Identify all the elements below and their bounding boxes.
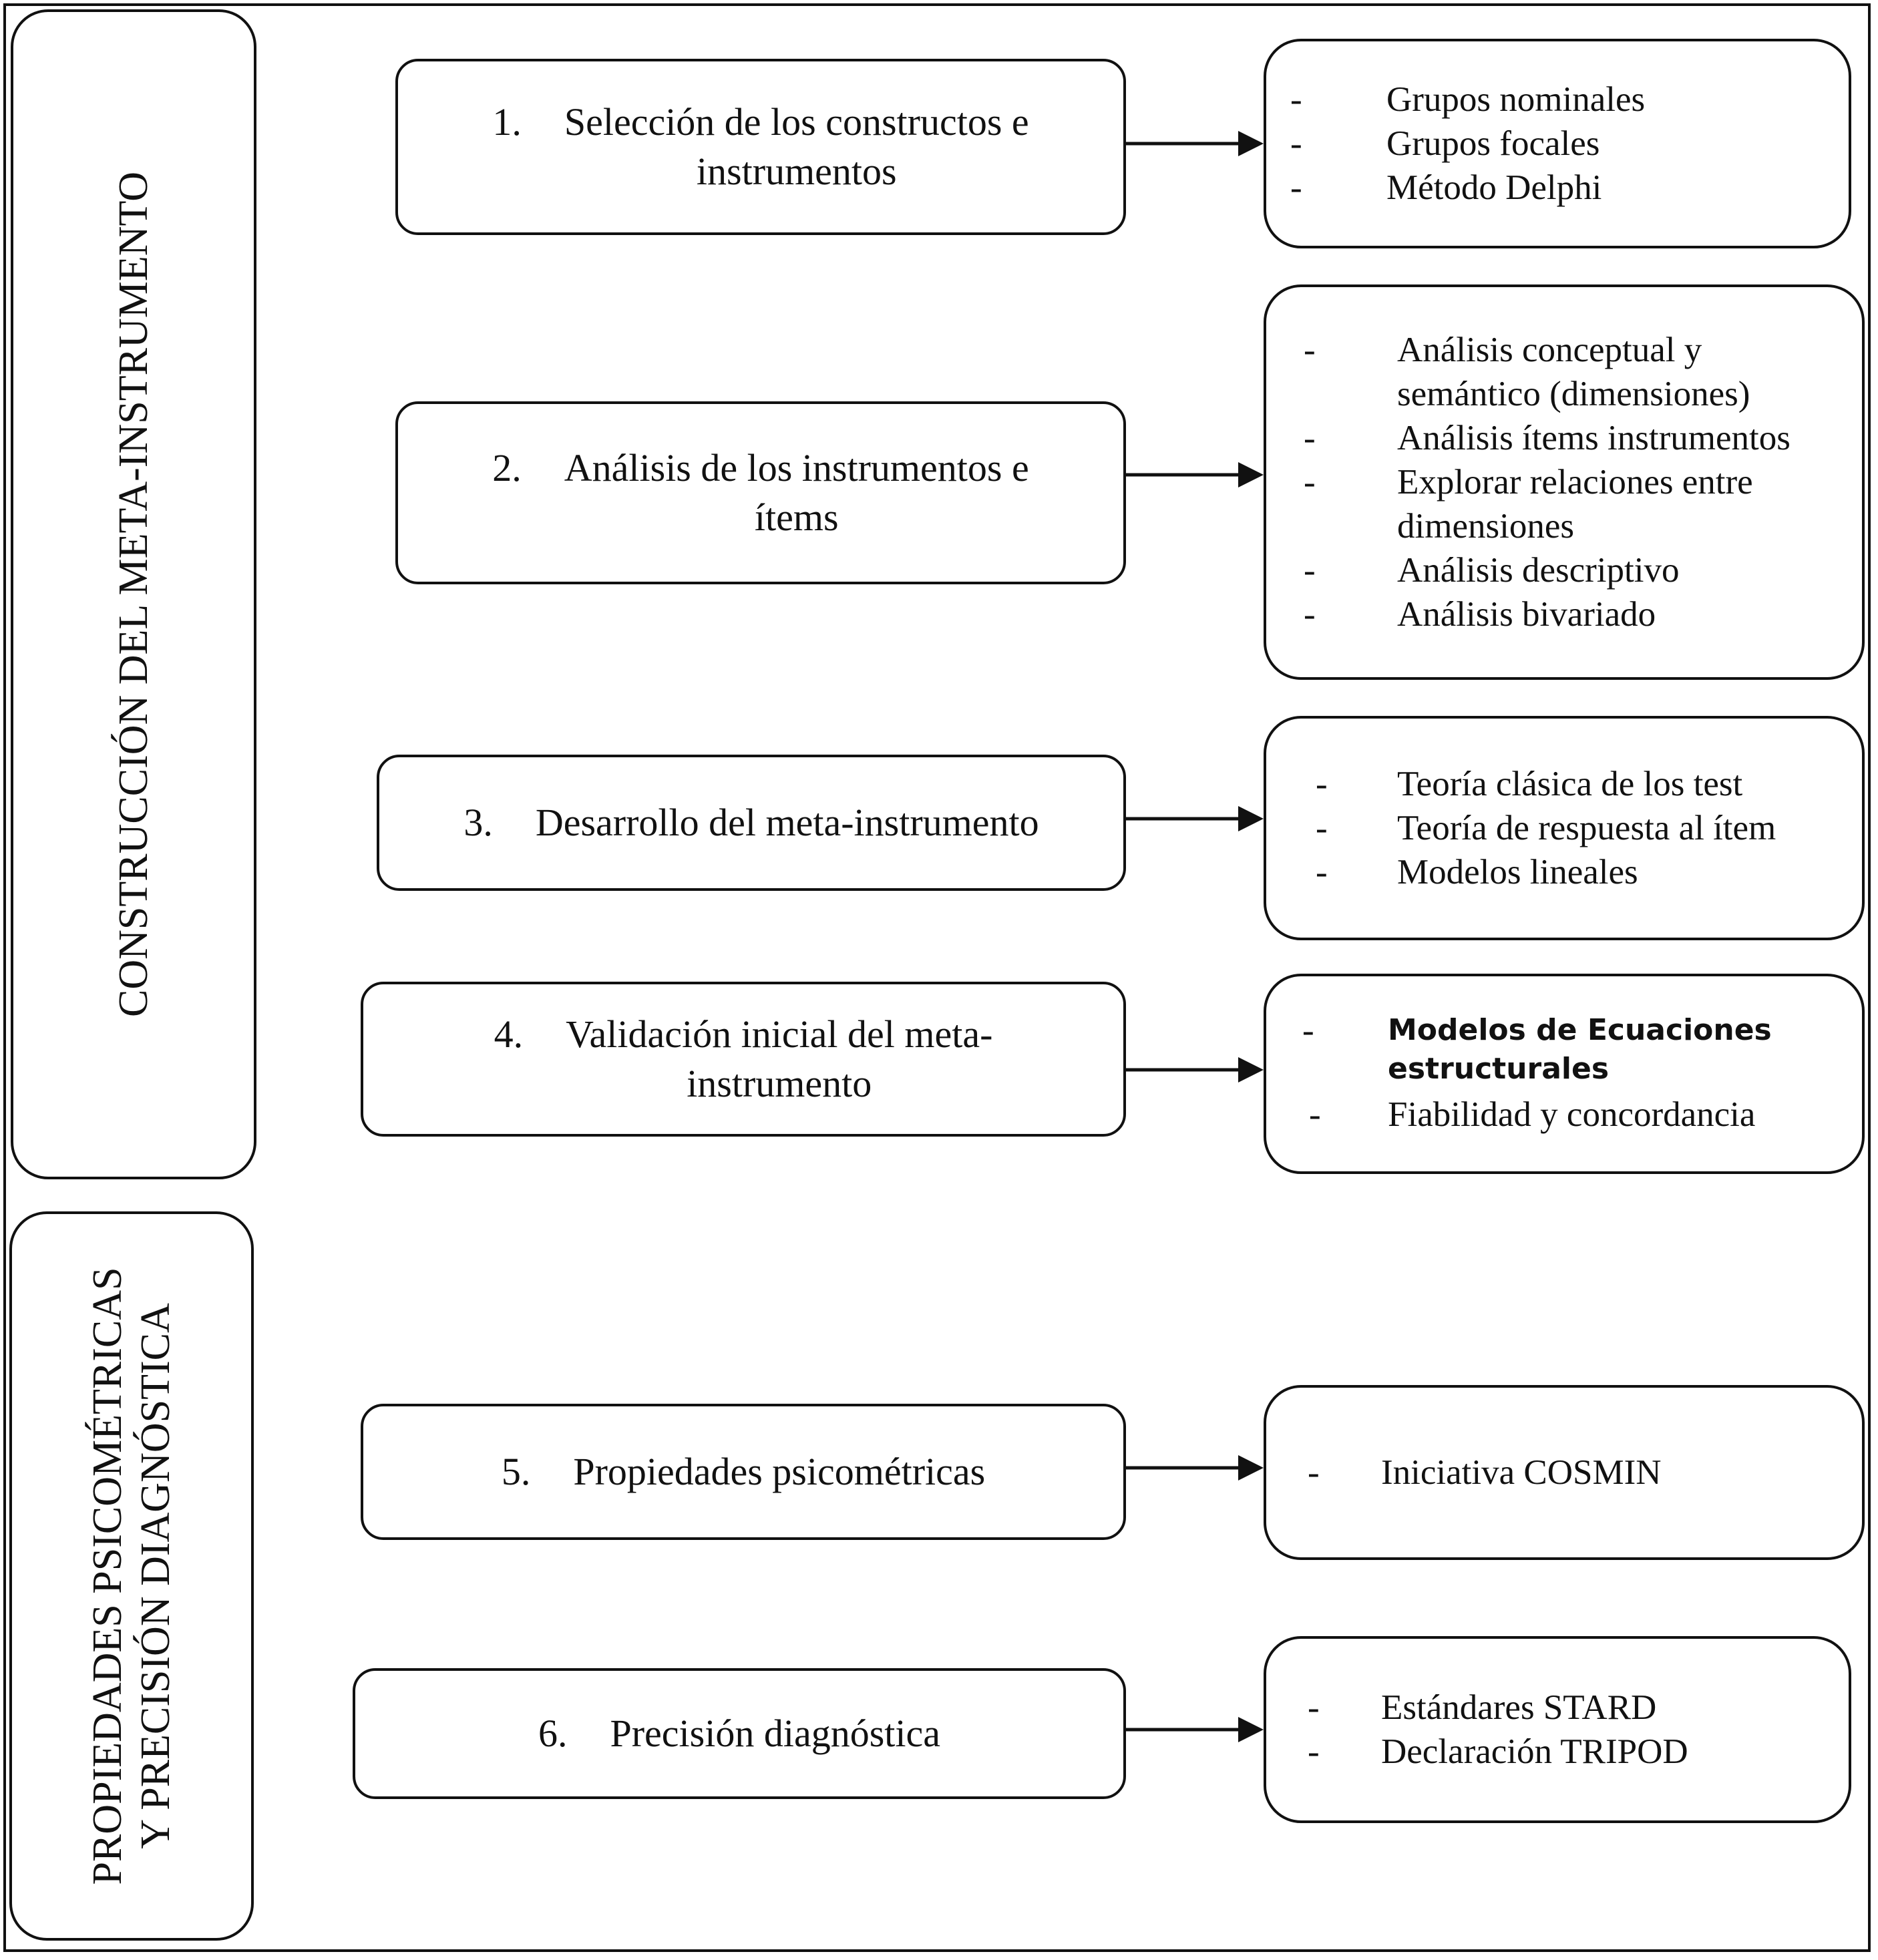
section-propiedades: PROPIEDADES PSICOMÉTRICAS Y PRECISIÓN DI… <box>9 1211 254 1941</box>
step-5-box: 5. Propiedades psicométricas <box>361 1404 1126 1540</box>
step-1-number: 1. <box>492 100 522 144</box>
step-5-line-1: Propiedades psicométricas <box>573 1450 986 1493</box>
step-2-box: 2. Análisis de los instrumentos e ítems <box>395 401 1126 584</box>
step-4-line-2: instrumento <box>687 1062 872 1105</box>
note-3-box: -Teoría clásica de los test -Teoría de r… <box>1264 716 1865 940</box>
note-1-box: -Grupos nominales -Grupos focales -Métod… <box>1264 39 1851 248</box>
arrow-step-2-head <box>1238 462 1264 487</box>
step-2-line-1: Análisis de los instrumentos e <box>564 446 1029 489</box>
note-6-item-1: -Estándares STARD <box>1308 1688 1657 1727</box>
note-2-item-5: -Análisis bivariado <box>1304 595 1656 634</box>
arrow-step-4-head <box>1238 1057 1264 1083</box>
note-2-item-4: -Análisis descriptivo <box>1304 551 1680 590</box>
step-4-number: 4. <box>494 1012 524 1056</box>
arrow-step-5-head <box>1238 1455 1264 1481</box>
section-construccion: CONSTRUCCIÓN DEL META-INSTRUMENTO <box>11 9 256 1179</box>
step-3-box: 3. Desarrollo del meta-instrumento <box>377 755 1126 891</box>
note-5-item-1: -Iniciativa COSMIN <box>1308 1453 1662 1492</box>
note-5-box: -Iniciativa COSMIN <box>1264 1385 1865 1560</box>
arrow-step-6-head <box>1238 1717 1264 1742</box>
step-5-number: 5. <box>501 1450 531 1493</box>
note-4-item-2: -Fiabilidad y concordancia <box>1309 1095 1756 1134</box>
note-2-item-2: -Análisis ítems instrumentos <box>1304 419 1791 457</box>
note-3-item-1: -Teoría clásica de los test <box>1316 765 1743 803</box>
note-1-item-3: -Método Delphi <box>1290 168 1602 207</box>
step-2-line-2: ítems <box>754 496 839 539</box>
note-3-item-2: -Teoría de respuesta al ítem <box>1316 809 1776 847</box>
step-1-line-1: Selección de los constructos e <box>564 100 1029 144</box>
note-1-item-1: -Grupos nominales <box>1290 80 1646 119</box>
step-2-number: 2. <box>492 446 522 489</box>
step-4-box: 4. Validación inicial del meta-instrumen… <box>361 982 1126 1137</box>
note-6-item-2: -Declaración TRIPOD <box>1308 1732 1688 1771</box>
step-1-line-2: instrumentos <box>696 150 897 193</box>
step-6-number: 6. <box>538 1712 568 1755</box>
step-3-line-1: Desarrollo del meta-instrumento <box>535 801 1039 844</box>
note-3-item-3: -Modelos lineales <box>1316 853 1638 892</box>
arrow-step-1-head <box>1238 131 1264 156</box>
arrow-step-3-head <box>1238 806 1264 831</box>
step-3-number: 3. <box>463 801 493 844</box>
outer-frame <box>3 3 1871 1952</box>
note-6-box: -Estándares STARD -Declaración TRIPOD <box>1264 1636 1851 1823</box>
step-4-line-1: Validación inicial del meta- <box>566 1012 993 1056</box>
step-1-box: 1. Selección de los constructos e instrum… <box>395 59 1126 235</box>
note-1-item-2: -Grupos focales <box>1290 124 1600 163</box>
step-6-line-1: Precisión diagnóstica <box>610 1712 940 1755</box>
step-6-box: 6. Precisión diagnóstica <box>353 1668 1126 1799</box>
